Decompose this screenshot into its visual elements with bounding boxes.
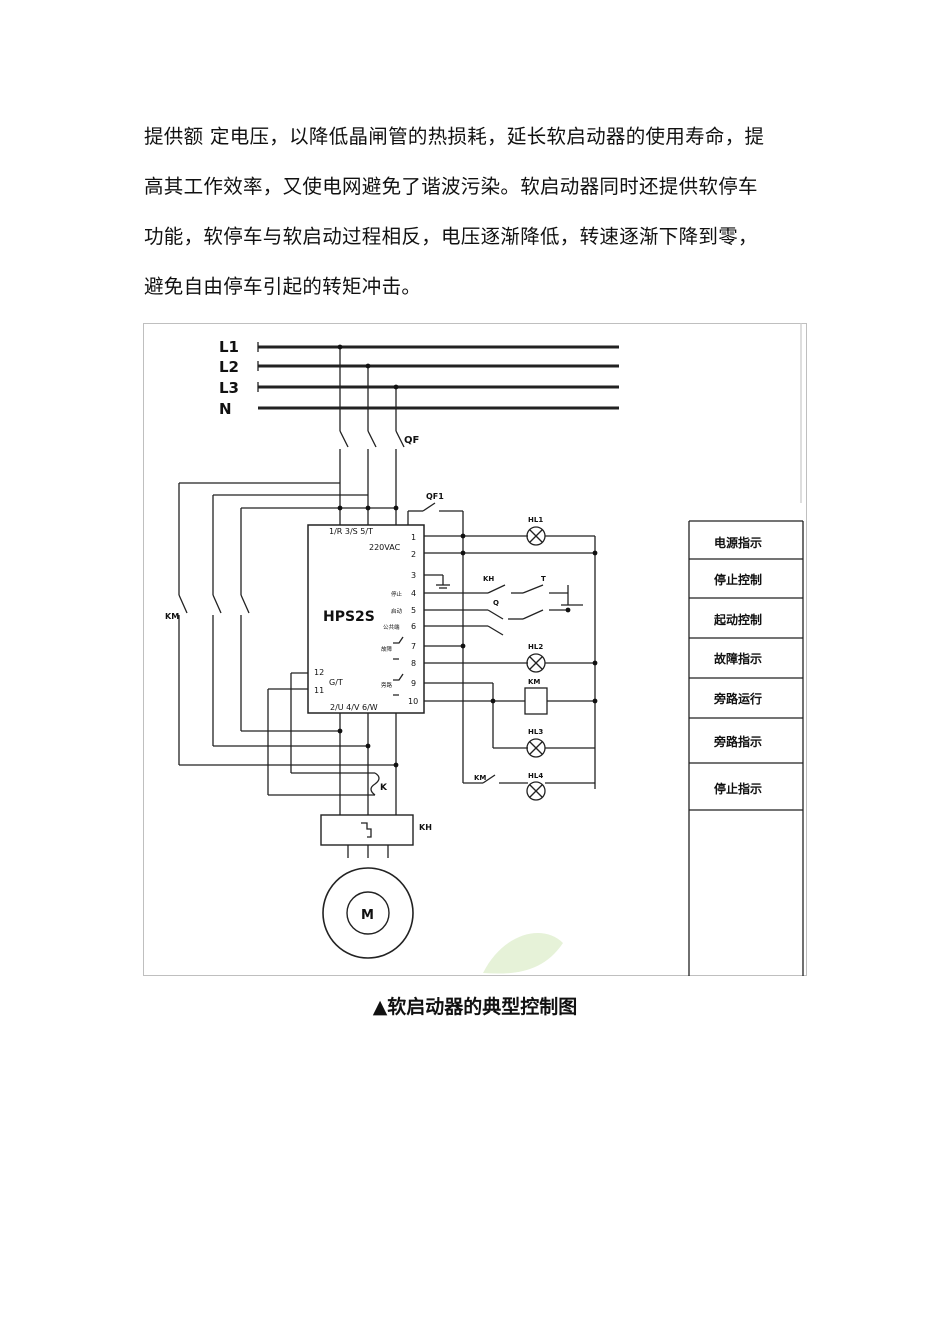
legend-item: 停止指示 <box>714 781 762 796</box>
junction-dots <box>337 344 598 768</box>
control-label: KM <box>474 774 486 782</box>
line-label-l1: L1 <box>219 338 239 356</box>
terminal-number: 5 <box>411 606 416 615</box>
control-diagram: L1 L2 L3 N QF QF1 HPS2S 1/R 3/S 5/T 220V… <box>143 323 807 976</box>
bottom-terminal-label: 2/U 4/V 6/W <box>330 703 378 712</box>
lamp-label: HL3 <box>528 728 543 736</box>
left-terminal: 12 <box>314 668 324 677</box>
terminal-number: 9 <box>411 679 416 688</box>
legend-item: 电源指示 <box>714 535 762 550</box>
body-paragraph: 提供额 定电压，以降低晶闸管的热损耗，延长软启动器的使用寿命，提 高其工作效率，… <box>144 112 814 312</box>
supply-label: 220VAC <box>369 543 401 552</box>
terminal-number: 7 <box>411 642 416 651</box>
watermark-leaf <box>483 933 563 974</box>
lamp-label: HL1 <box>528 516 543 524</box>
lamp-label: HL4 <box>528 772 543 780</box>
breaker1-label: QF1 <box>426 492 444 501</box>
terminal-number: 1 <box>411 533 416 542</box>
relay-label: KM <box>528 678 540 686</box>
left-terminal: 11 <box>314 686 324 695</box>
figure-caption: ▲软启动器的典型控制图 <box>372 996 578 1018</box>
terminal-number: 10 <box>408 697 418 706</box>
inner-label: 旁路 <box>381 681 393 689</box>
terminal-number: 4 <box>411 589 416 598</box>
line-label-n: N <box>219 400 232 418</box>
left-terminal: G/T <box>329 678 343 687</box>
thermal-label: KH <box>419 823 432 832</box>
figure-border <box>143 323 807 976</box>
line-label-l2: L2 <box>219 358 239 376</box>
control-diagram-figure: L1 L2 L3 N QF QF1 HPS2S 1/R 3/S 5/T 220V… <box>143 323 807 976</box>
legend-item: 故障指示 <box>714 651 762 666</box>
paragraph-line: 提供额 定电压，以降低晶闸管的热损耗，延长软启动器的使用寿命，提 <box>144 125 765 148</box>
terminal-number: 2 <box>411 550 416 559</box>
inner-label: 故障 <box>381 645 393 653</box>
terminal-number: 8 <box>411 659 416 668</box>
legend-item: 停止控制 <box>714 572 762 587</box>
inner-label: 停止 <box>391 590 403 598</box>
k-label: K <box>380 783 388 793</box>
contactor-label: KM <box>165 612 179 621</box>
top-terminal-label: 1/R 3/S 5/T <box>329 527 373 536</box>
paragraph-line: 避免自由停车引起的转矩冲击。 <box>144 275 422 298</box>
legend-item: 起动控制 <box>713 612 762 627</box>
paragraph-line: 高其工作效率，又使电网避免了谐波污染。软启动器同时还提供软停车 <box>144 175 758 198</box>
inner-label: 启动 <box>391 607 403 615</box>
terminal-number: 3 <box>411 571 416 580</box>
paragraph-line: 功能，软停车与软启动过程相反，电压逐渐降低，转速逐渐下降到零， <box>144 225 758 248</box>
line-label-l3: L3 <box>219 379 239 397</box>
device-label: HPS2S <box>323 609 375 625</box>
breaker-label: QF <box>404 435 419 446</box>
lamp-label: HL2 <box>528 643 543 651</box>
motor-label: M <box>361 908 374 923</box>
control-label: T <box>541 575 546 583</box>
control-label: Q <box>493 599 499 607</box>
legend-item: 旁路指示 <box>713 734 762 749</box>
legend-item: 旁路运行 <box>713 691 762 706</box>
control-label: KH <box>483 575 494 583</box>
terminal-number: 6 <box>411 622 416 631</box>
inner-label: 公共端 <box>383 623 400 631</box>
